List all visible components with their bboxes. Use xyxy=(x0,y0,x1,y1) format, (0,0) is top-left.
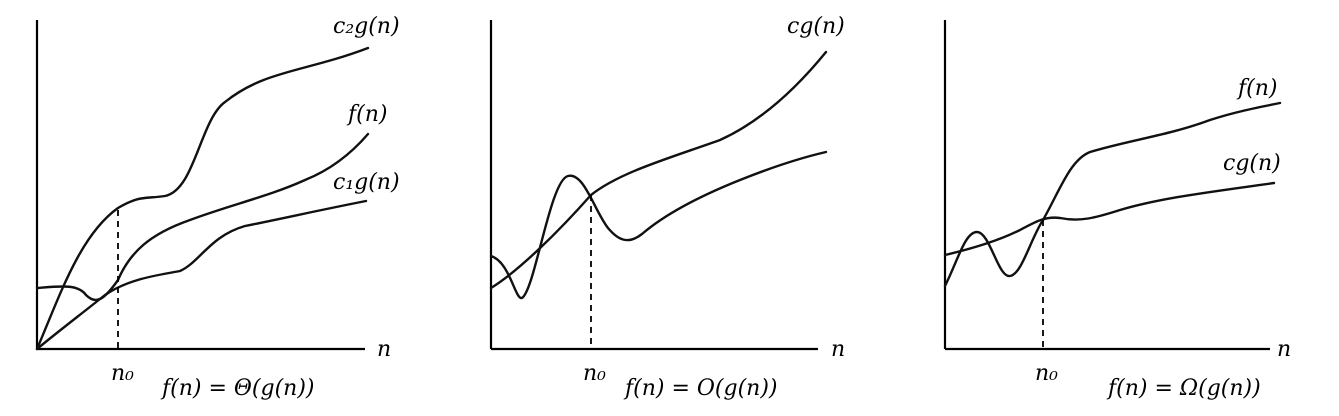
theta-axis-n-label: n xyxy=(377,337,391,362)
omega-f-label: f(n) xyxy=(1236,76,1277,101)
o-f-curve xyxy=(489,150,828,300)
o-upper-bound-curve xyxy=(489,50,828,290)
omega-caption: f(n) = Ω(g(n)) xyxy=(1106,376,1261,401)
theta-lower-label: c₁g(n) xyxy=(333,170,400,195)
o-caption: f(n) = O(g(n)) xyxy=(623,376,778,401)
theta-upper-bound-curve xyxy=(35,46,370,351)
theta-f-curve xyxy=(35,132,370,302)
theta-caption: f(n) = Θ(g(n)) xyxy=(160,376,315,401)
theta-n0-label: n₀ xyxy=(111,361,134,386)
omega-f-curve xyxy=(943,101,1282,288)
theta-f-label: f(n) xyxy=(346,102,387,127)
omega-lower-label: cg(n) xyxy=(1223,151,1281,176)
o-upper-label: cg(n) xyxy=(787,14,845,39)
omega-n0-label: n₀ xyxy=(1035,361,1058,386)
panel-omega: f(n) cg(n) n n₀ f(n) = Ω(g(n)) xyxy=(943,20,1291,401)
o-n0-label: n₀ xyxy=(583,361,606,386)
panel-big-o: cg(n) n n₀ f(n) = O(g(n)) xyxy=(489,14,845,401)
panel-theta: c₂g(n) f(n) c₁g(n) n n₀ f(n) = Θ(g(n)) xyxy=(35,14,400,401)
o-axis-n-label: n xyxy=(831,337,845,362)
theta-upper-label: c₂g(n) xyxy=(333,14,400,39)
omega-axis-n-label: n xyxy=(1277,337,1291,362)
omega-lower-bound-curve xyxy=(943,181,1276,257)
theta-lower-bound-curve xyxy=(35,199,368,351)
